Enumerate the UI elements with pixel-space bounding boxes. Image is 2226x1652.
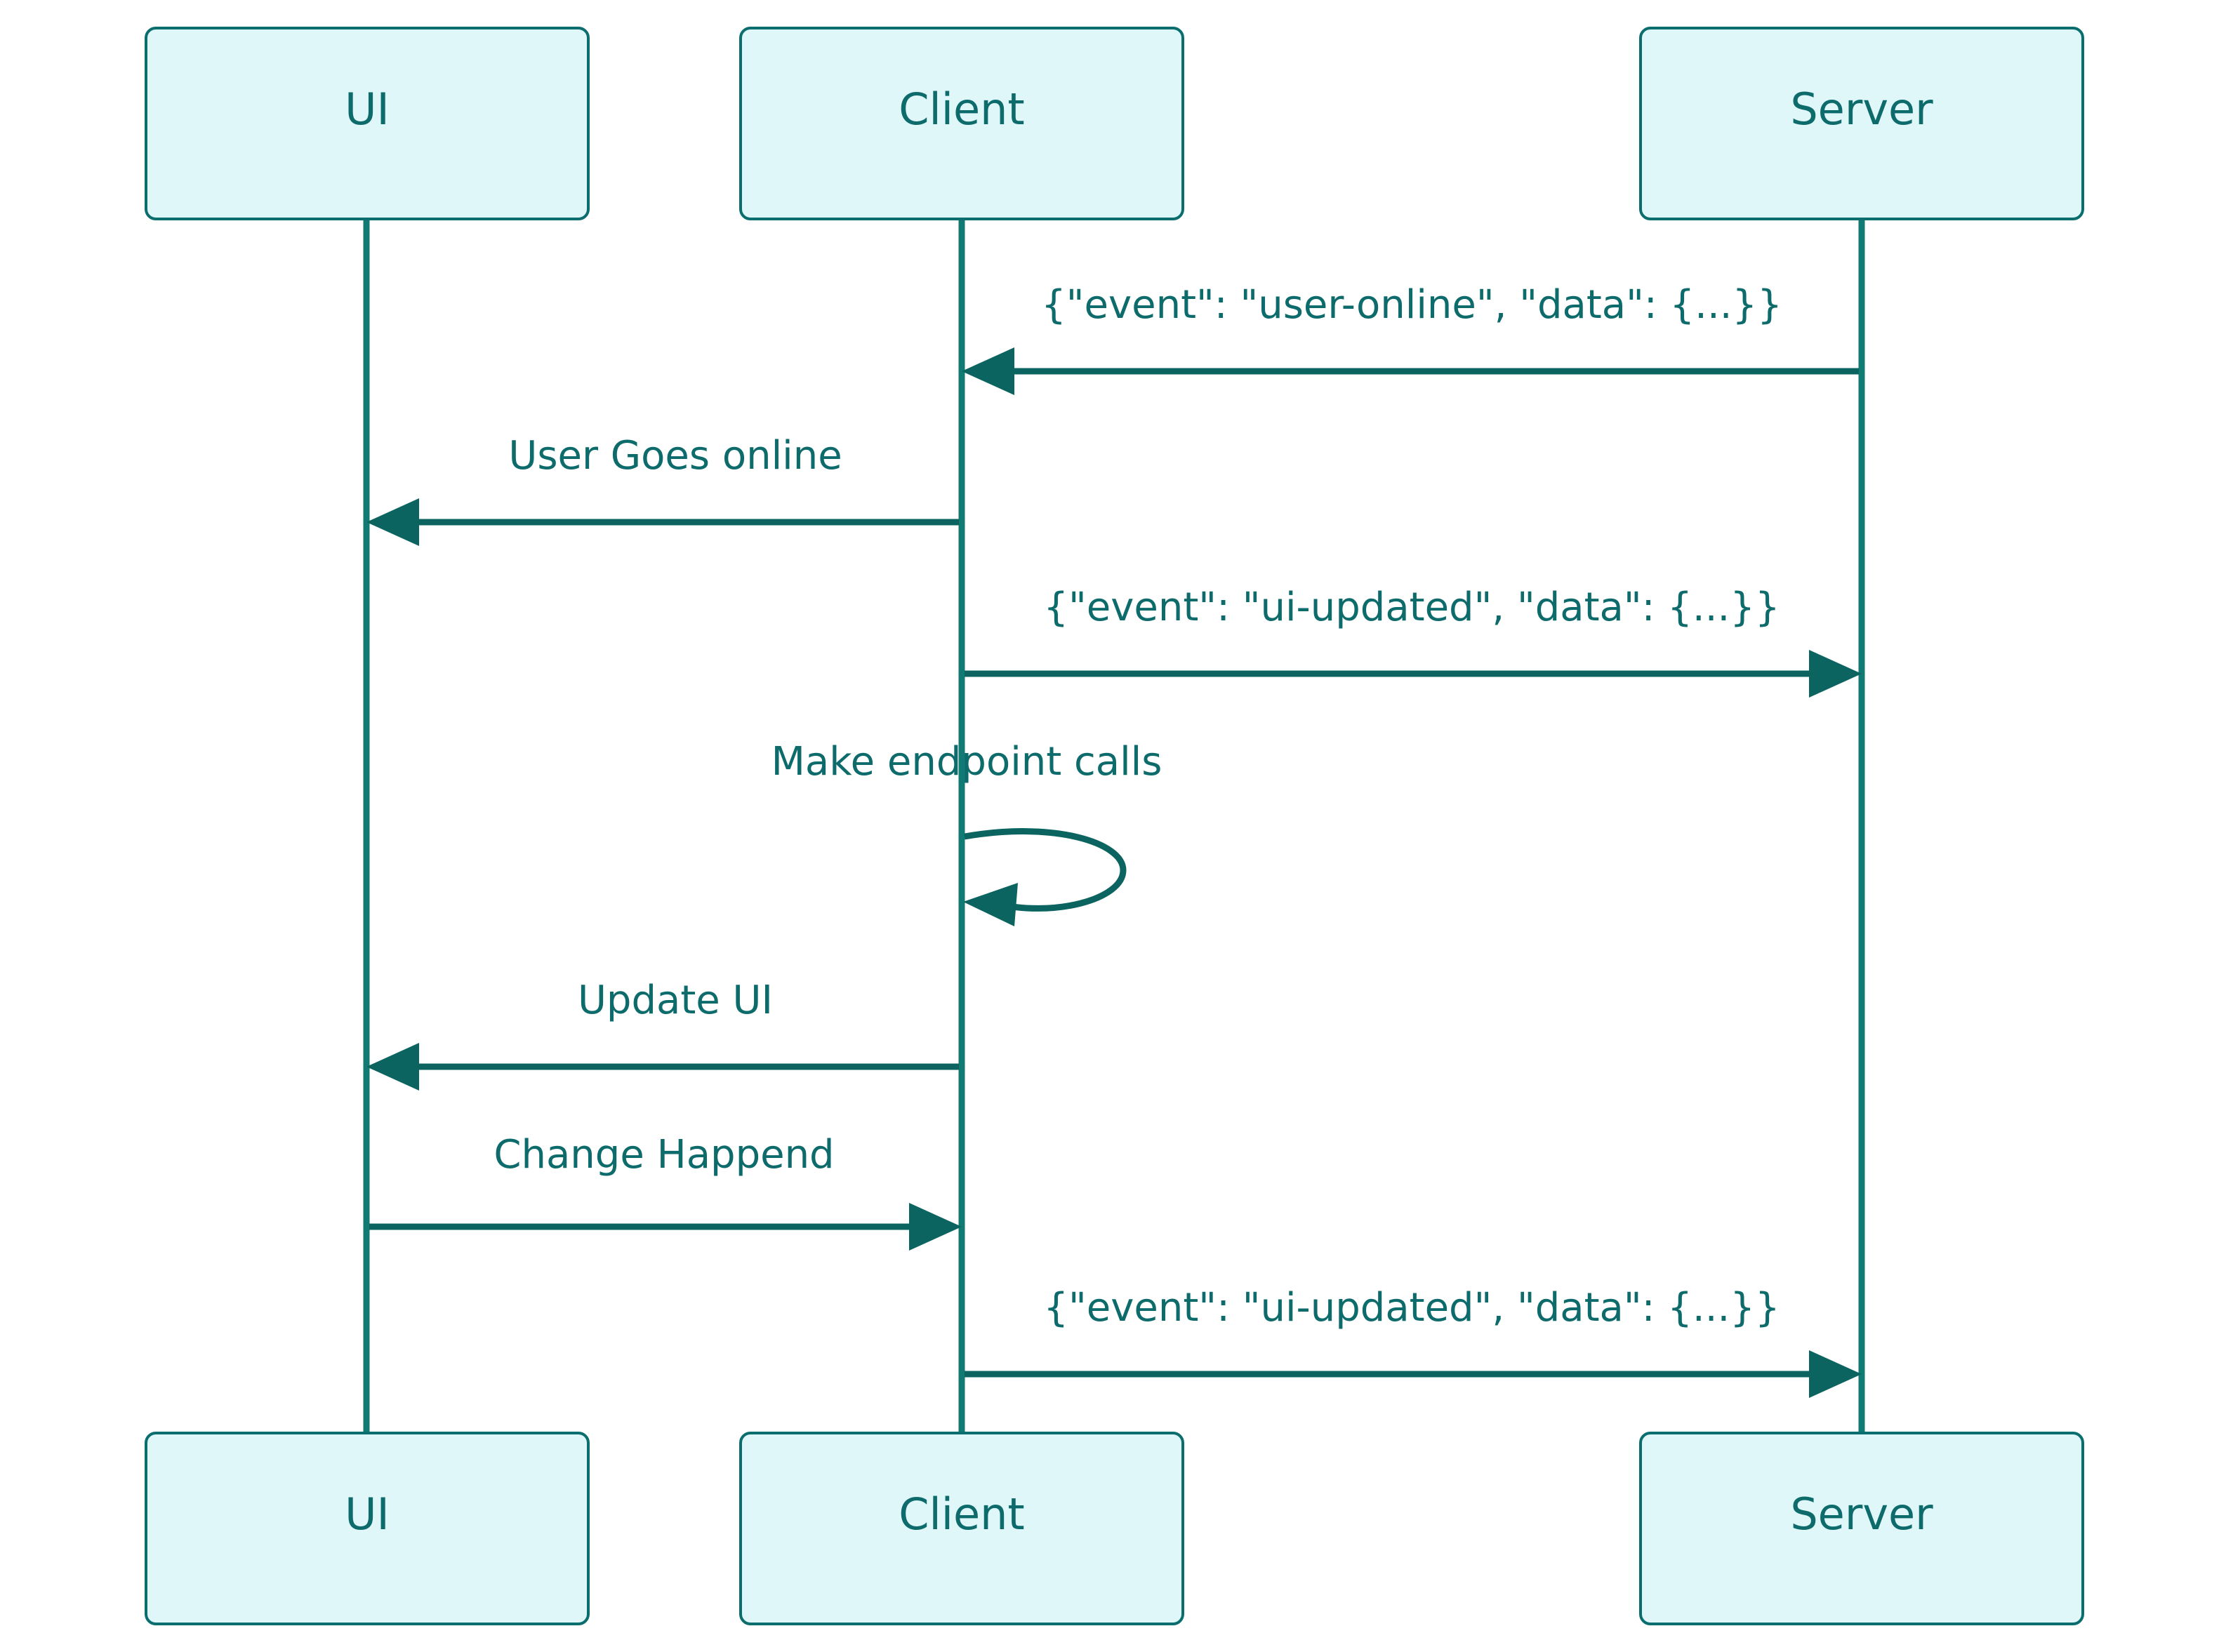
- message-4-loop-path: [964, 828, 1127, 912]
- message-5-client-to-ui[interactable]: Update UI: [366, 978, 959, 1091]
- message-6-label: Change Happend: [493, 1132, 834, 1178]
- message-5-label: Update UI: [578, 978, 773, 1023]
- message-3-client-to-server[interactable]: {"event": "ui-updated", "data": {...}}: [965, 585, 1862, 698]
- participant-label-server-top: Server: [1790, 84, 1933, 135]
- participant-box-rect: [145, 1432, 590, 1625]
- message-6-ui-to-client[interactable]: Change Happend: [369, 1132, 962, 1251]
- message-1-label: {"event": "user-online", "data": {...}}: [1041, 282, 1782, 328]
- participant-box-ui-top[interactable]: UI: [145, 27, 590, 220]
- message-3-label: {"event": "ui-updated", "data": {...}}: [1043, 585, 1780, 630]
- participant-box-server-top[interactable]: Server: [1639, 27, 2084, 220]
- participant-label-server-bottom: Server: [1790, 1488, 1933, 1540]
- lifelines: [363, 218, 1865, 1433]
- message-7-arrowhead: [1809, 1350, 1862, 1398]
- participant-box-rect: [739, 1432, 1184, 1625]
- message-4-client-self-loop[interactable]: Make endpoint calls: [771, 739, 1162, 926]
- message-3-arrowhead: [1809, 650, 1862, 698]
- participant-box-client-bottom[interactable]: Client: [739, 1432, 1184, 1625]
- message-2-arrowhead: [366, 498, 419, 546]
- message-1-arrowhead: [962, 347, 1014, 395]
- message-6-arrowhead: [909, 1203, 962, 1251]
- top-participant-boxes: UI Client Server: [145, 27, 2084, 220]
- participant-box-rect: [145, 27, 590, 220]
- participant-label-ui-top: UI: [345, 84, 390, 135]
- bottom-participant-boxes: UI Client Server: [145, 1432, 2084, 1625]
- message-7-label: {"event": "ui-updated", "data": {...}}: [1043, 1285, 1780, 1331]
- message-2-label: User Goes online: [508, 433, 842, 479]
- message-4-arrowhead: [963, 883, 1018, 926]
- participant-label-client-top: Client: [899, 84, 1025, 135]
- participant-box-rect: [1639, 27, 2084, 220]
- participant-box-client-top[interactable]: Client: [739, 27, 1184, 220]
- message-5-arrowhead: [366, 1043, 419, 1091]
- participant-box-server-bottom[interactable]: Server: [1639, 1432, 2084, 1625]
- message-7-client-to-server[interactable]: {"event": "ui-updated", "data": {...}}: [965, 1285, 1862, 1398]
- participant-box-ui-bottom[interactable]: UI: [145, 1432, 590, 1625]
- message-2-client-to-ui[interactable]: User Goes online: [366, 433, 959, 546]
- participant-box-rect: [739, 27, 1184, 220]
- participant-label-ui-bottom: UI: [345, 1488, 390, 1540]
- participant-label-client-bottom: Client: [899, 1488, 1025, 1540]
- participant-box-rect: [1639, 1432, 2084, 1625]
- message-4-label: Make endpoint calls: [771, 739, 1162, 785]
- message-1-server-to-client[interactable]: {"event": "user-online", "data": {...}}: [962, 282, 1859, 395]
